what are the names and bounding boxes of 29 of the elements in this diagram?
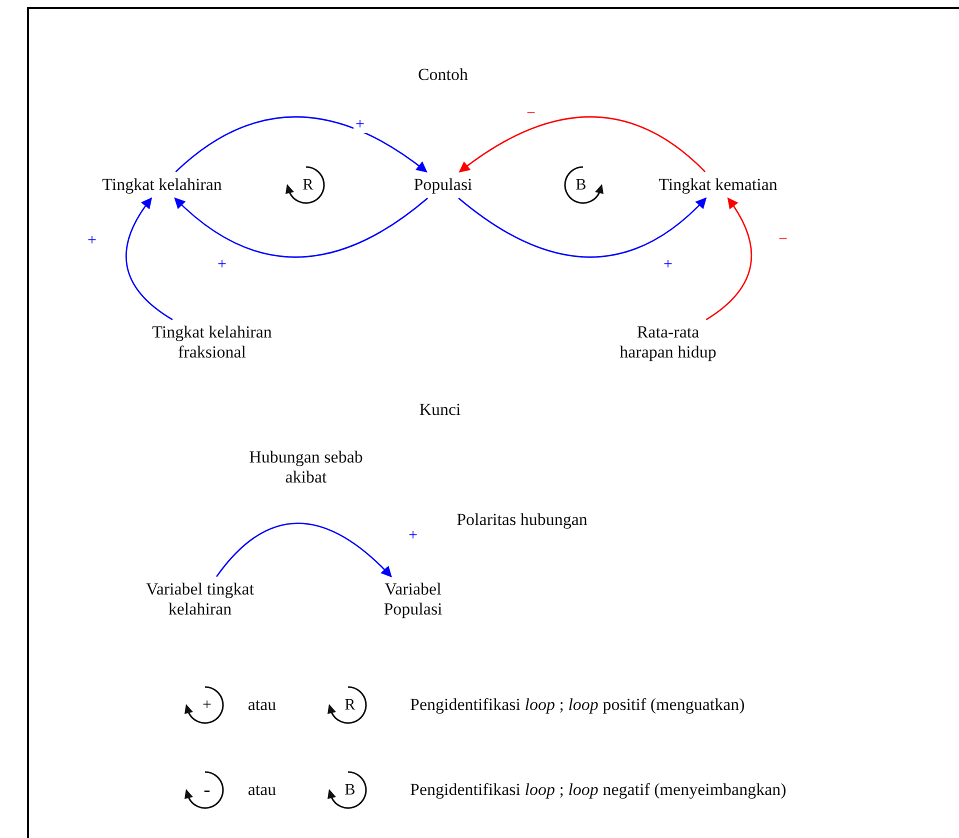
variable-label: Tingkat kelahiran	[98, 172, 226, 198]
causal-arrow	[706, 197, 752, 320]
variable-label: Variabel Populasi	[367, 576, 459, 624]
variable-label: Populasi	[410, 172, 476, 198]
text-label: Hubungan sebab akibat	[248, 448, 364, 488]
loop-identifier: -	[204, 778, 210, 802]
variable-label: Rata-rata harapan hidup	[604, 320, 732, 366]
text-label: Contoh	[418, 64, 468, 86]
key-description: Pengidentifikasi loop ; loop negatif (menyeimbangkan)	[410, 780, 786, 800]
variable-label: Variabel tingkat kelahiran	[121, 576, 279, 624]
text-label: atau	[248, 780, 276, 800]
loop-identifier: B	[576, 175, 586, 195]
causal-arrow	[458, 197, 707, 258]
polarity-sign: +	[353, 117, 367, 133]
loop-identifier: R	[302, 175, 314, 195]
causal-arrow	[458, 116, 706, 172]
loop-identifier: B	[344, 780, 356, 800]
causal-arrow	[174, 197, 428, 258]
text-label: atau	[248, 694, 276, 716]
text-label: Kunci	[419, 400, 461, 420]
causal-arrow	[175, 116, 428, 172]
variable-label: Tingkat kematian	[654, 172, 782, 198]
loop-identifier: R	[344, 695, 356, 715]
loop-identifier: +	[202, 695, 212, 715]
text-label: Polaritas hubungan	[456, 510, 588, 530]
key-description: Pengidentifikasi loop ; loop positif (menguatkan)	[410, 694, 745, 716]
causal-arrow	[216, 522, 392, 578]
variable-label: Tingkat kelahiran fraksional	[133, 320, 291, 366]
causal-arrow	[125, 197, 173, 320]
